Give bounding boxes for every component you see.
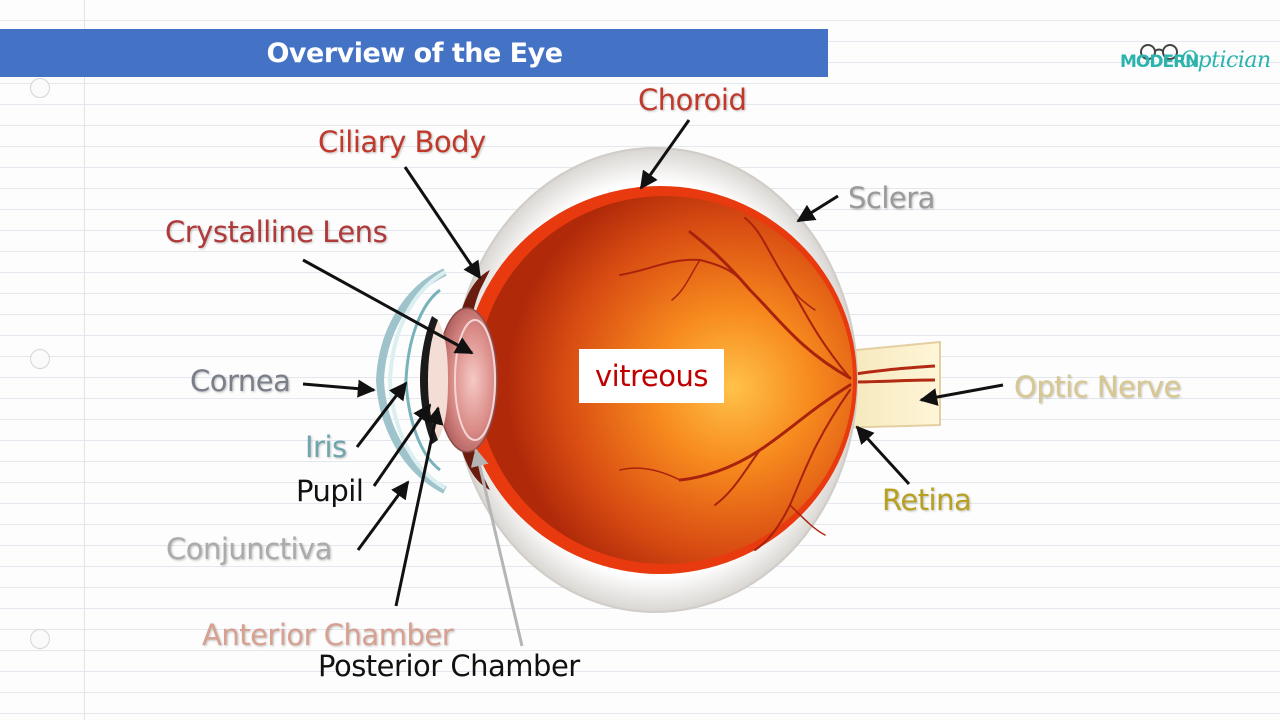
binder-hole-top: [30, 78, 50, 98]
label-posterior-chamber: Posterior Chamber: [318, 649, 580, 683]
annotation-lines: [302, 119, 1004, 647]
binder-hole-bottom: [30, 629, 50, 649]
glasses-icon: [1140, 44, 1178, 60]
label-pupil: Pupil: [296, 474, 364, 508]
label-sclera: Sclera: [848, 181, 935, 215]
label-cornea: Cornea: [190, 364, 291, 398]
logo-text-optician: Optician: [1180, 48, 1271, 73]
label-optic-nerve: Optic Nerve: [1014, 370, 1181, 404]
margin-line: [84, 0, 85, 720]
binder-hole-middle: [30, 349, 50, 369]
retinal-blood-vessels: [619, 217, 852, 551]
label-choroid: Choroid: [638, 83, 747, 117]
page-title: Overview of the Eye: [266, 37, 563, 69]
modern-optician-logo: MODERN Optician: [1118, 38, 1271, 82]
label-ciliary-body: Ciliary Body: [318, 125, 486, 159]
label-iris: Iris: [305, 430, 347, 464]
label-conjunctiva: Conjunctiva: [166, 532, 333, 566]
logo-text-modern: MODERN: [1120, 52, 1199, 72]
label-anterior-chamber: Anterior Chamber: [202, 618, 454, 652]
label-vitreous: vitreous: [595, 359, 708, 393]
title-bar: Overview of the Eye: [0, 29, 828, 77]
vitreous-label-box: vitreous: [579, 349, 724, 403]
cornea-shape: [375, 268, 447, 494]
label-crystalline-lens: Crystalline Lens: [165, 215, 388, 249]
label-retina: Retina: [882, 483, 972, 517]
